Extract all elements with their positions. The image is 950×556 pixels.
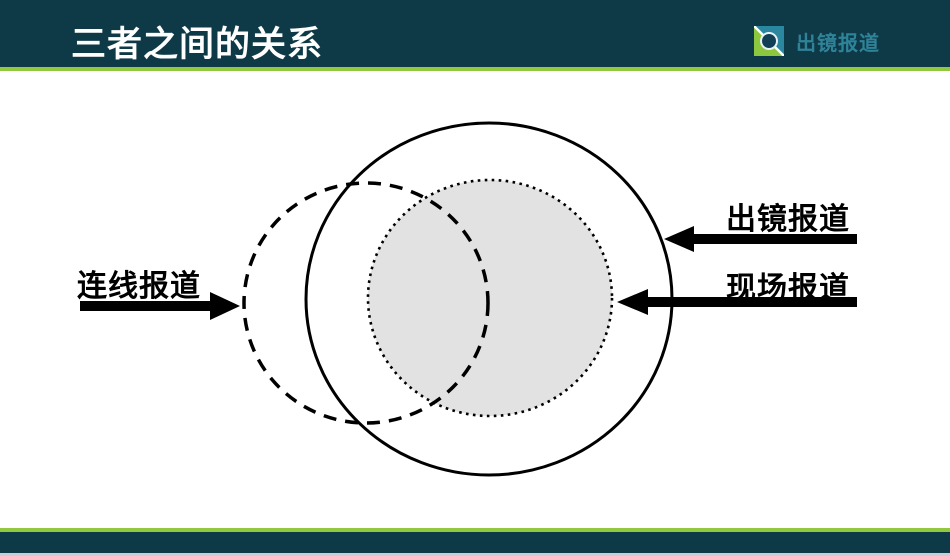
label-lianxian-baodao: 连线报道 — [77, 270, 201, 303]
footer-bottom-strip — [0, 553, 950, 556]
logo: 出镜报道 — [754, 26, 880, 56]
footer-accent-line — [0, 528, 950, 532]
label-chujing-baodao: 出镜报道 — [726, 203, 850, 236]
lens-circle — [760, 32, 778, 50]
header-accent-line — [0, 67, 950, 71]
right-top-arrow — [664, 226, 857, 252]
logo-label: 出镜报道 — [796, 32, 880, 55]
inner-dotted-circle — [366, 178, 614, 418]
dashed-circle — [242, 181, 490, 425]
right-bottom-arrow — [617, 289, 857, 315]
page-title: 三者之间的关系 — [71, 25, 324, 64]
header-bar — [0, 0, 950, 67]
footer-bar — [0, 532, 950, 553]
left-arrow — [80, 292, 240, 320]
label-xianchang-baodao: 现场报道 — [726, 272, 850, 305]
camera-lens-logo-icon — [754, 26, 784, 56]
